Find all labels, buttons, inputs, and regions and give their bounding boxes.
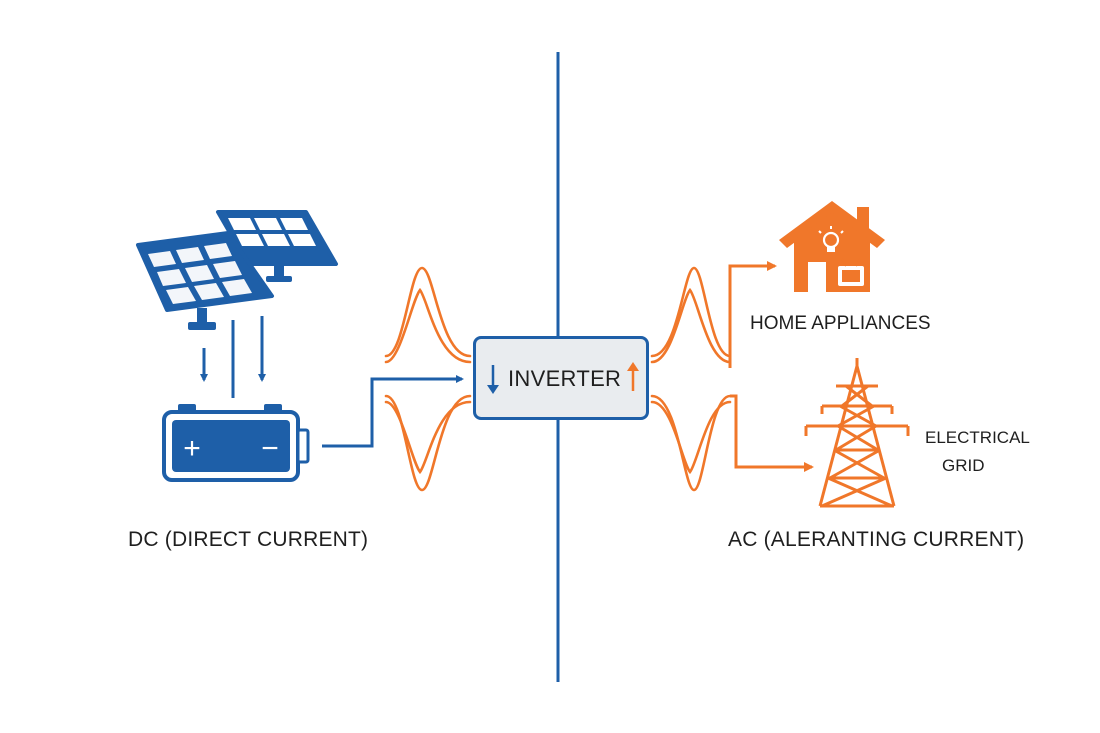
ac-label: AC (ALERANTING CURRENT) xyxy=(728,528,1025,551)
electrical-grid-label-line2: GRID xyxy=(942,456,985,475)
down-arrow-icon xyxy=(487,365,499,394)
left-waveform xyxy=(384,266,472,492)
inverter-box: INVERTER xyxy=(473,336,649,420)
light-bulb-icon xyxy=(818,226,844,252)
battery-icon: + − xyxy=(162,404,310,482)
electrical-grid-label-line1: ELECTRICAL xyxy=(925,428,1030,447)
home-appliances-label: HOME APPLIANCES xyxy=(750,313,931,334)
battery-minus: − xyxy=(261,432,279,465)
dc-wire xyxy=(322,375,464,448)
house-icon xyxy=(779,201,885,292)
power-tower-icon xyxy=(804,358,910,508)
ac-wire-home xyxy=(728,261,777,368)
tv-icon xyxy=(838,258,864,286)
dc-arrows xyxy=(200,316,266,398)
dc-label: DC (DIRECT CURRENT) xyxy=(128,528,369,551)
solar-panel-icon xyxy=(136,210,338,330)
inverter-label: INVERTER xyxy=(508,366,622,391)
ac-wire-grid xyxy=(730,394,814,472)
up-arrow-icon xyxy=(627,362,639,391)
battery-plus: + xyxy=(183,432,201,465)
right-waveform xyxy=(650,266,732,492)
